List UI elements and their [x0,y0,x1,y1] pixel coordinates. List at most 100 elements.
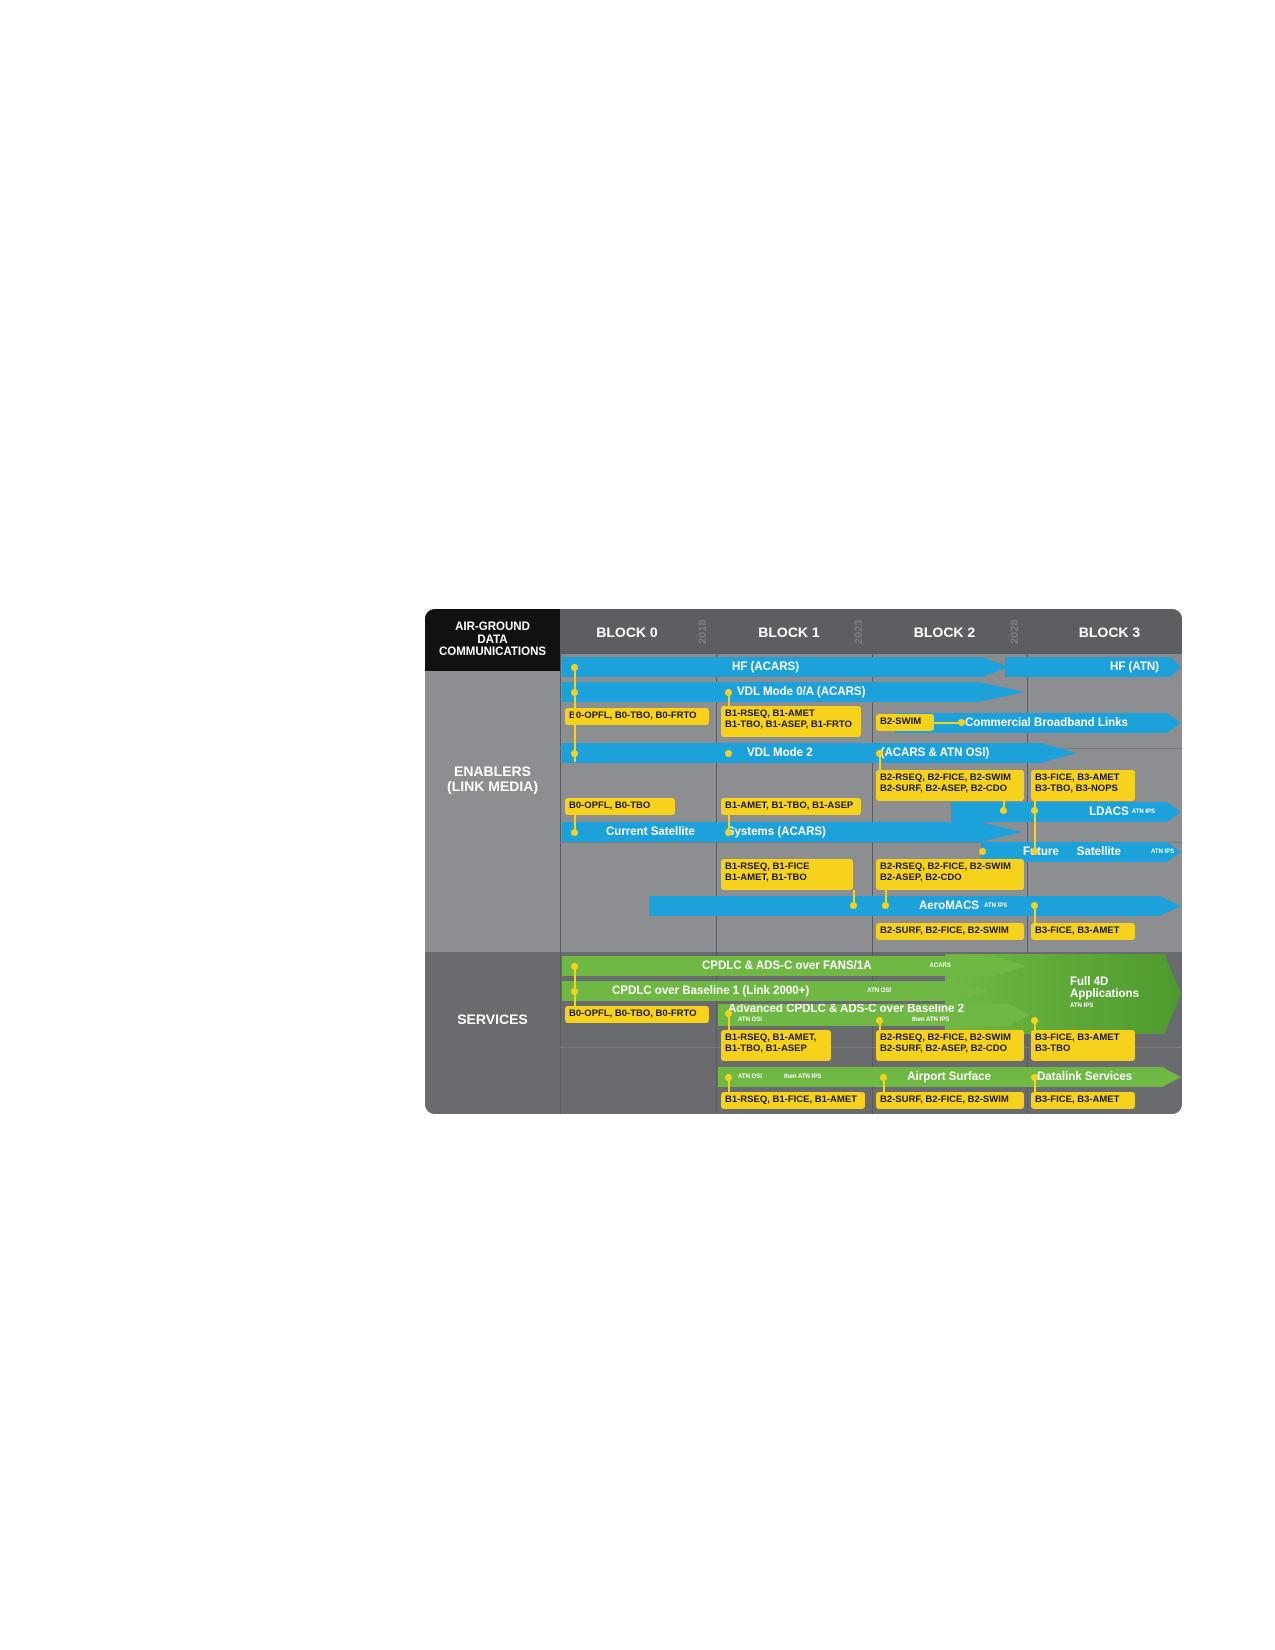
module-box: B0-OPFL, B0-TBO, B0-FRTO [565,708,709,725]
full-4d-label-line: Full 4D [1069,976,1109,988]
current-satellite-bar: Current Satellite Systems (ACARS) [562,822,1022,842]
module-box: B3-FICE, B3-AMET [1031,923,1135,940]
cpdlc-fans-label: CPDLC & ADS-C over FANS/1A [702,960,872,972]
module-box-line: B2-SURF, B2-ASEP, B2-CDO [880,1043,1008,1054]
module-box-line: B2-ASEP, B2-CDO [880,872,962,883]
module-box: B1-RSEQ, B1-FICE, B1-AMET [721,1092,865,1109]
block-0-label: BLOCK 0 [596,623,658,640]
connector-line [728,1074,730,1092]
block-3-header: BLOCK 3 [1027,609,1182,654]
connector-dot [1031,807,1038,814]
advanced-cpdlc-tags: ATN OSI then ATN IPS [718,1015,949,1026]
module-box-line: B1-RSEQ, B1-AMET [725,708,815,719]
connector-dot [725,1074,732,1081]
connector-line [1003,801,1005,809]
module-box-line: B1-TBO, B1-ASEP [725,1043,807,1054]
corner-header: AIR-GROUND DATA COMMUNICATIONS [425,609,560,671]
corner-label-line: COMMUNICATIONS [438,646,547,659]
connector-line [728,689,730,707]
connector-dot [850,902,857,909]
connector-line [574,815,576,829]
connector-dot [571,750,578,757]
cpdlc-fans-bar: CPDLC & ADS-C over FANS/1A ACARS [562,956,1027,976]
connector-dot [725,829,732,836]
advanced-tag-right: then ATN IPS [911,1017,950,1023]
services-section-label: SERVICES [425,999,560,1039]
connector-dot [1031,902,1038,909]
corner-label-line: AIR-GROUND [455,621,530,634]
hf-acars-bar: HF (ACARS) [562,657,1009,677]
commercial-broadband-bar: Commercial Broadband Links [895,713,1181,733]
module-box-line: B3-TBO [1035,1043,1071,1054]
datalink-services-label: Datalink Services [1036,1071,1133,1083]
satellite-tag: ATN IPS [1150,849,1175,855]
module-box: B2-RSEQ, B2-FICE, B2-SWIM B2-SURF, B2-AS… [876,770,1024,801]
connector-dot [1031,848,1038,855]
connector-line [728,815,730,829]
satellite-label: Satellite [1076,846,1121,858]
column-divider [872,654,873,1114]
connector-line [574,963,576,1007]
corner-label-line: DATA [477,633,508,646]
future-label: Future [1023,846,1059,858]
row-divider [560,842,1182,843]
connector-dot [725,1010,732,1017]
systems-acars-label: Systems (ACARS) [726,826,826,838]
acars-atn-osi-label: (ACARS & ATN OSI) [880,747,990,759]
module-box-line: B2-SURF, B2-ASEP, B2-CDO [880,783,1008,794]
airport-tag-right: then ATN IPS [783,1074,822,1080]
cpdlc-baseline1-tag: ATN OSI [867,988,892,994]
block-2-label: BLOCK 2 [913,623,976,640]
connector-line [934,722,962,724]
ldacs-tag: ATN IPS [1131,809,1155,815]
module-box-line: B3-FICE, B3-AMET [1035,772,1120,783]
block-1-label: BLOCK 1 [758,623,820,640]
full-4d-text: Full 4D Applications ATN IPS [1070,976,1139,1012]
hf-atn-label: HF (ATN) [1110,661,1159,673]
module-box: B2-RSEQ, B2-FICE, B2-SWIM B2-ASEP, B2-CD… [876,859,1024,890]
airport-surface-bar: ATN OSI then ATN IPS Airport Surface Dat… [718,1067,1181,1087]
airport-tag-left: ATN OSI [738,1074,762,1080]
connector-dot [979,848,986,855]
module-box: B1-RSEQ, B1-AMET, B1-TBO, B1-ASEP [721,1030,831,1061]
connector-line [879,1019,881,1031]
module-box-line: B3-TBO, B3-NOPS [1035,783,1118,794]
module-box-line: B2-RSEQ, B2-FICE, B2-SWIM [880,1032,1011,1043]
connector-dot [1000,807,1007,814]
connector-dot [571,689,578,696]
column-divider [716,654,717,1114]
column-divider [1027,654,1028,1114]
airport-surface-label: Airport Surface [907,1071,991,1083]
enablers-label-line: ENABLERS [453,763,531,779]
connector-dot [880,1074,887,1081]
module-box: B0-OPFL, B0-TBO [565,798,675,815]
year-label: 2023 [853,619,865,645]
module-box: B3-FICE, B3-AMET [1031,1092,1135,1109]
connector-dot [1031,1074,1038,1081]
connector-dot [876,750,883,757]
year-label: 2018 [697,619,709,645]
module-box: B2-SURF, B2-FICE, B2-SWIM [876,923,1024,940]
ldacs-bar: LDACS ATN IPS [951,802,1181,822]
module-box-line: B2-RSEQ, B2-FICE, B2-SWIM [880,861,1011,872]
advanced-cpdlc-label: Advanced CPDLC & ADS-C over Baseline 2 [728,1003,965,1015]
vdl-mode-2-bar: VDL Mode 2 (ACARS & ATN OSI) [562,743,1077,763]
cpdlc-baseline1-label: CPDLC over Baseline 1 (Link 2000+) [612,985,810,997]
module-box-line: B2-RSEQ, B2-FICE, B2-SWIM [880,772,1011,783]
connector-line [885,890,887,904]
future-satellite-bar: Future Satellite ATN IPS [981,842,1181,862]
hf-acars-label: HF (ACARS) [731,661,800,673]
module-box: B0-OPFL, B0-TBO, B0-FRTO [565,1006,709,1023]
block-2-header: BLOCK 2 [872,609,1027,654]
connector-dot [958,719,965,726]
cpdlc-fans-tag: ACARS [929,963,951,969]
connector-line [883,1074,885,1092]
aeromacs-label: AeroMACS [919,900,980,912]
connector-dot [725,689,732,696]
connector-line [1034,906,1036,923]
enablers-section-label: ENABLERS (LINK MEDIA) [425,739,560,819]
block-1-header: BLOCK 1 [716,609,872,654]
connector-dot [571,988,578,995]
module-box-line: B1-RSEQ, B1-FICE [725,861,810,872]
full-4d-tag: ATN IPS [1069,1003,1094,1009]
